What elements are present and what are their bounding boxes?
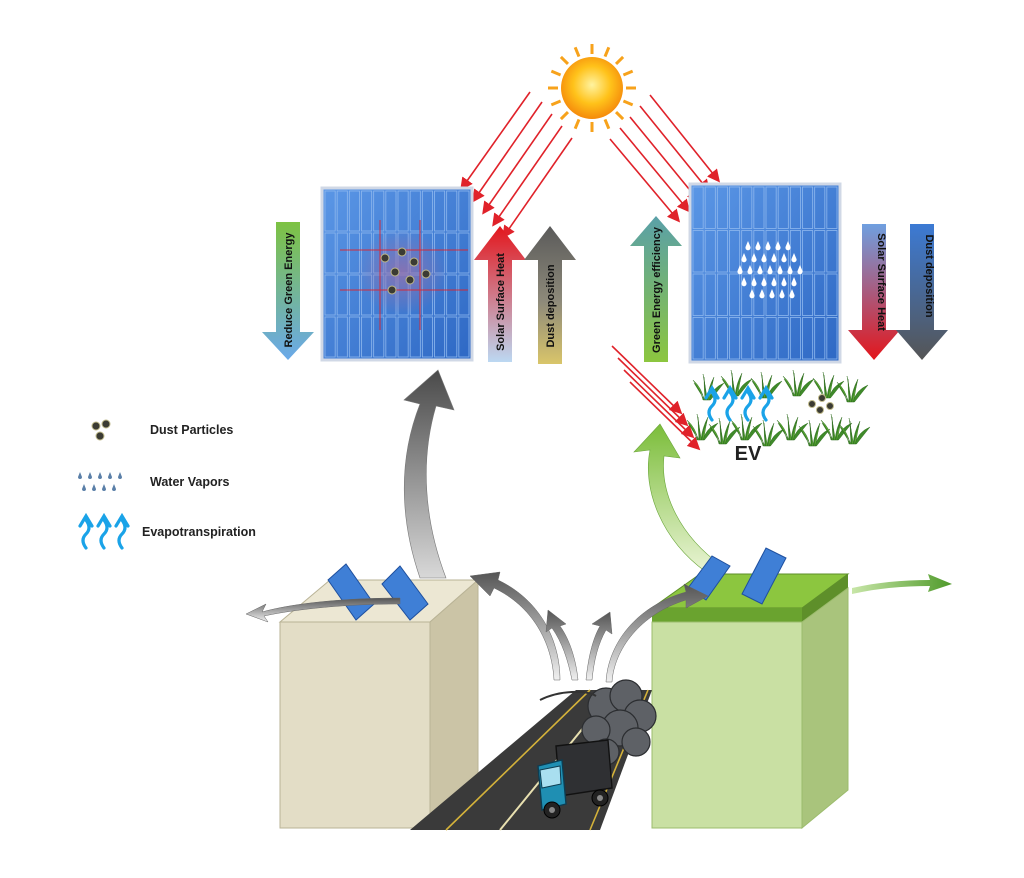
sunlight-rays-right xyxy=(609,94,720,223)
building-plain-roof xyxy=(278,563,480,830)
reduce-green-energy-label: Reduce Green Energy xyxy=(283,232,295,348)
panel-dust-particles xyxy=(380,247,431,295)
solar-surface-heat-arrow-down: Solar Surface Heat xyxy=(848,224,900,360)
roof-solar-panel-2 xyxy=(381,565,429,621)
vegetation: EV xyxy=(686,369,871,465)
dust-deposition-arrow-down: Dust deposition xyxy=(896,224,948,360)
reflected-rays xyxy=(611,345,701,451)
truck-icon xyxy=(537,739,613,819)
evapotranspiration-legend-label: Evapotranspiration xyxy=(142,525,256,539)
evapotranspiration-legend-icon xyxy=(78,512,130,550)
water-vapors-legend-label: Water Vapors xyxy=(150,475,229,489)
right-outflow-arrow xyxy=(852,574,952,594)
sunlight-rays-left xyxy=(460,91,573,239)
left-solar-surface-heat-label: Solar Surface Heat xyxy=(495,253,507,351)
right-solar-surface-heat-label: Solar Surface Heat xyxy=(875,233,887,331)
exhaust-smoke xyxy=(581,679,657,766)
legend: Dust Particles Water Vapors Evapotranspi… xyxy=(78,419,256,550)
evapotranspiration-icon xyxy=(704,384,774,422)
solar-panel-clean xyxy=(688,182,842,364)
dust-deposition-arrow-up: Dust deposition xyxy=(524,226,576,364)
solar-panel-dusty xyxy=(320,186,474,362)
water-vapors-legend-icon xyxy=(78,472,122,491)
smoke-trail xyxy=(539,690,597,701)
left-dust-deposition-label: Dust deposition xyxy=(545,264,557,347)
ev-label: EV xyxy=(735,443,762,465)
green-energy-efficiency-arrow: Green Energy efficiency xyxy=(630,216,682,362)
vegetation-dust-particles xyxy=(808,394,834,414)
green-energy-efficiency-label: Green Energy efficiency xyxy=(651,226,663,353)
reduce-green-energy-arrow: Reduce Green Energy xyxy=(262,222,314,360)
grey-flow-arrow xyxy=(403,369,455,579)
dust-particles-legend-label: Dust Particles xyxy=(150,423,233,437)
panel-water-vapors xyxy=(737,241,803,299)
left-outflow-arrow xyxy=(245,597,401,623)
sun-icon xyxy=(548,44,636,132)
right-dust-deposition-label: Dust deposition xyxy=(923,234,935,317)
roof-solar-panel-4 xyxy=(741,547,787,605)
solar-surface-heat-arrow-up: Solar Surface Heat xyxy=(474,226,526,362)
dust-particles-legend-icon xyxy=(91,419,111,441)
pollution-dispersion-arrows xyxy=(469,571,709,683)
green-flow-arrow xyxy=(633,423,723,573)
building-green-roof xyxy=(650,547,850,830)
